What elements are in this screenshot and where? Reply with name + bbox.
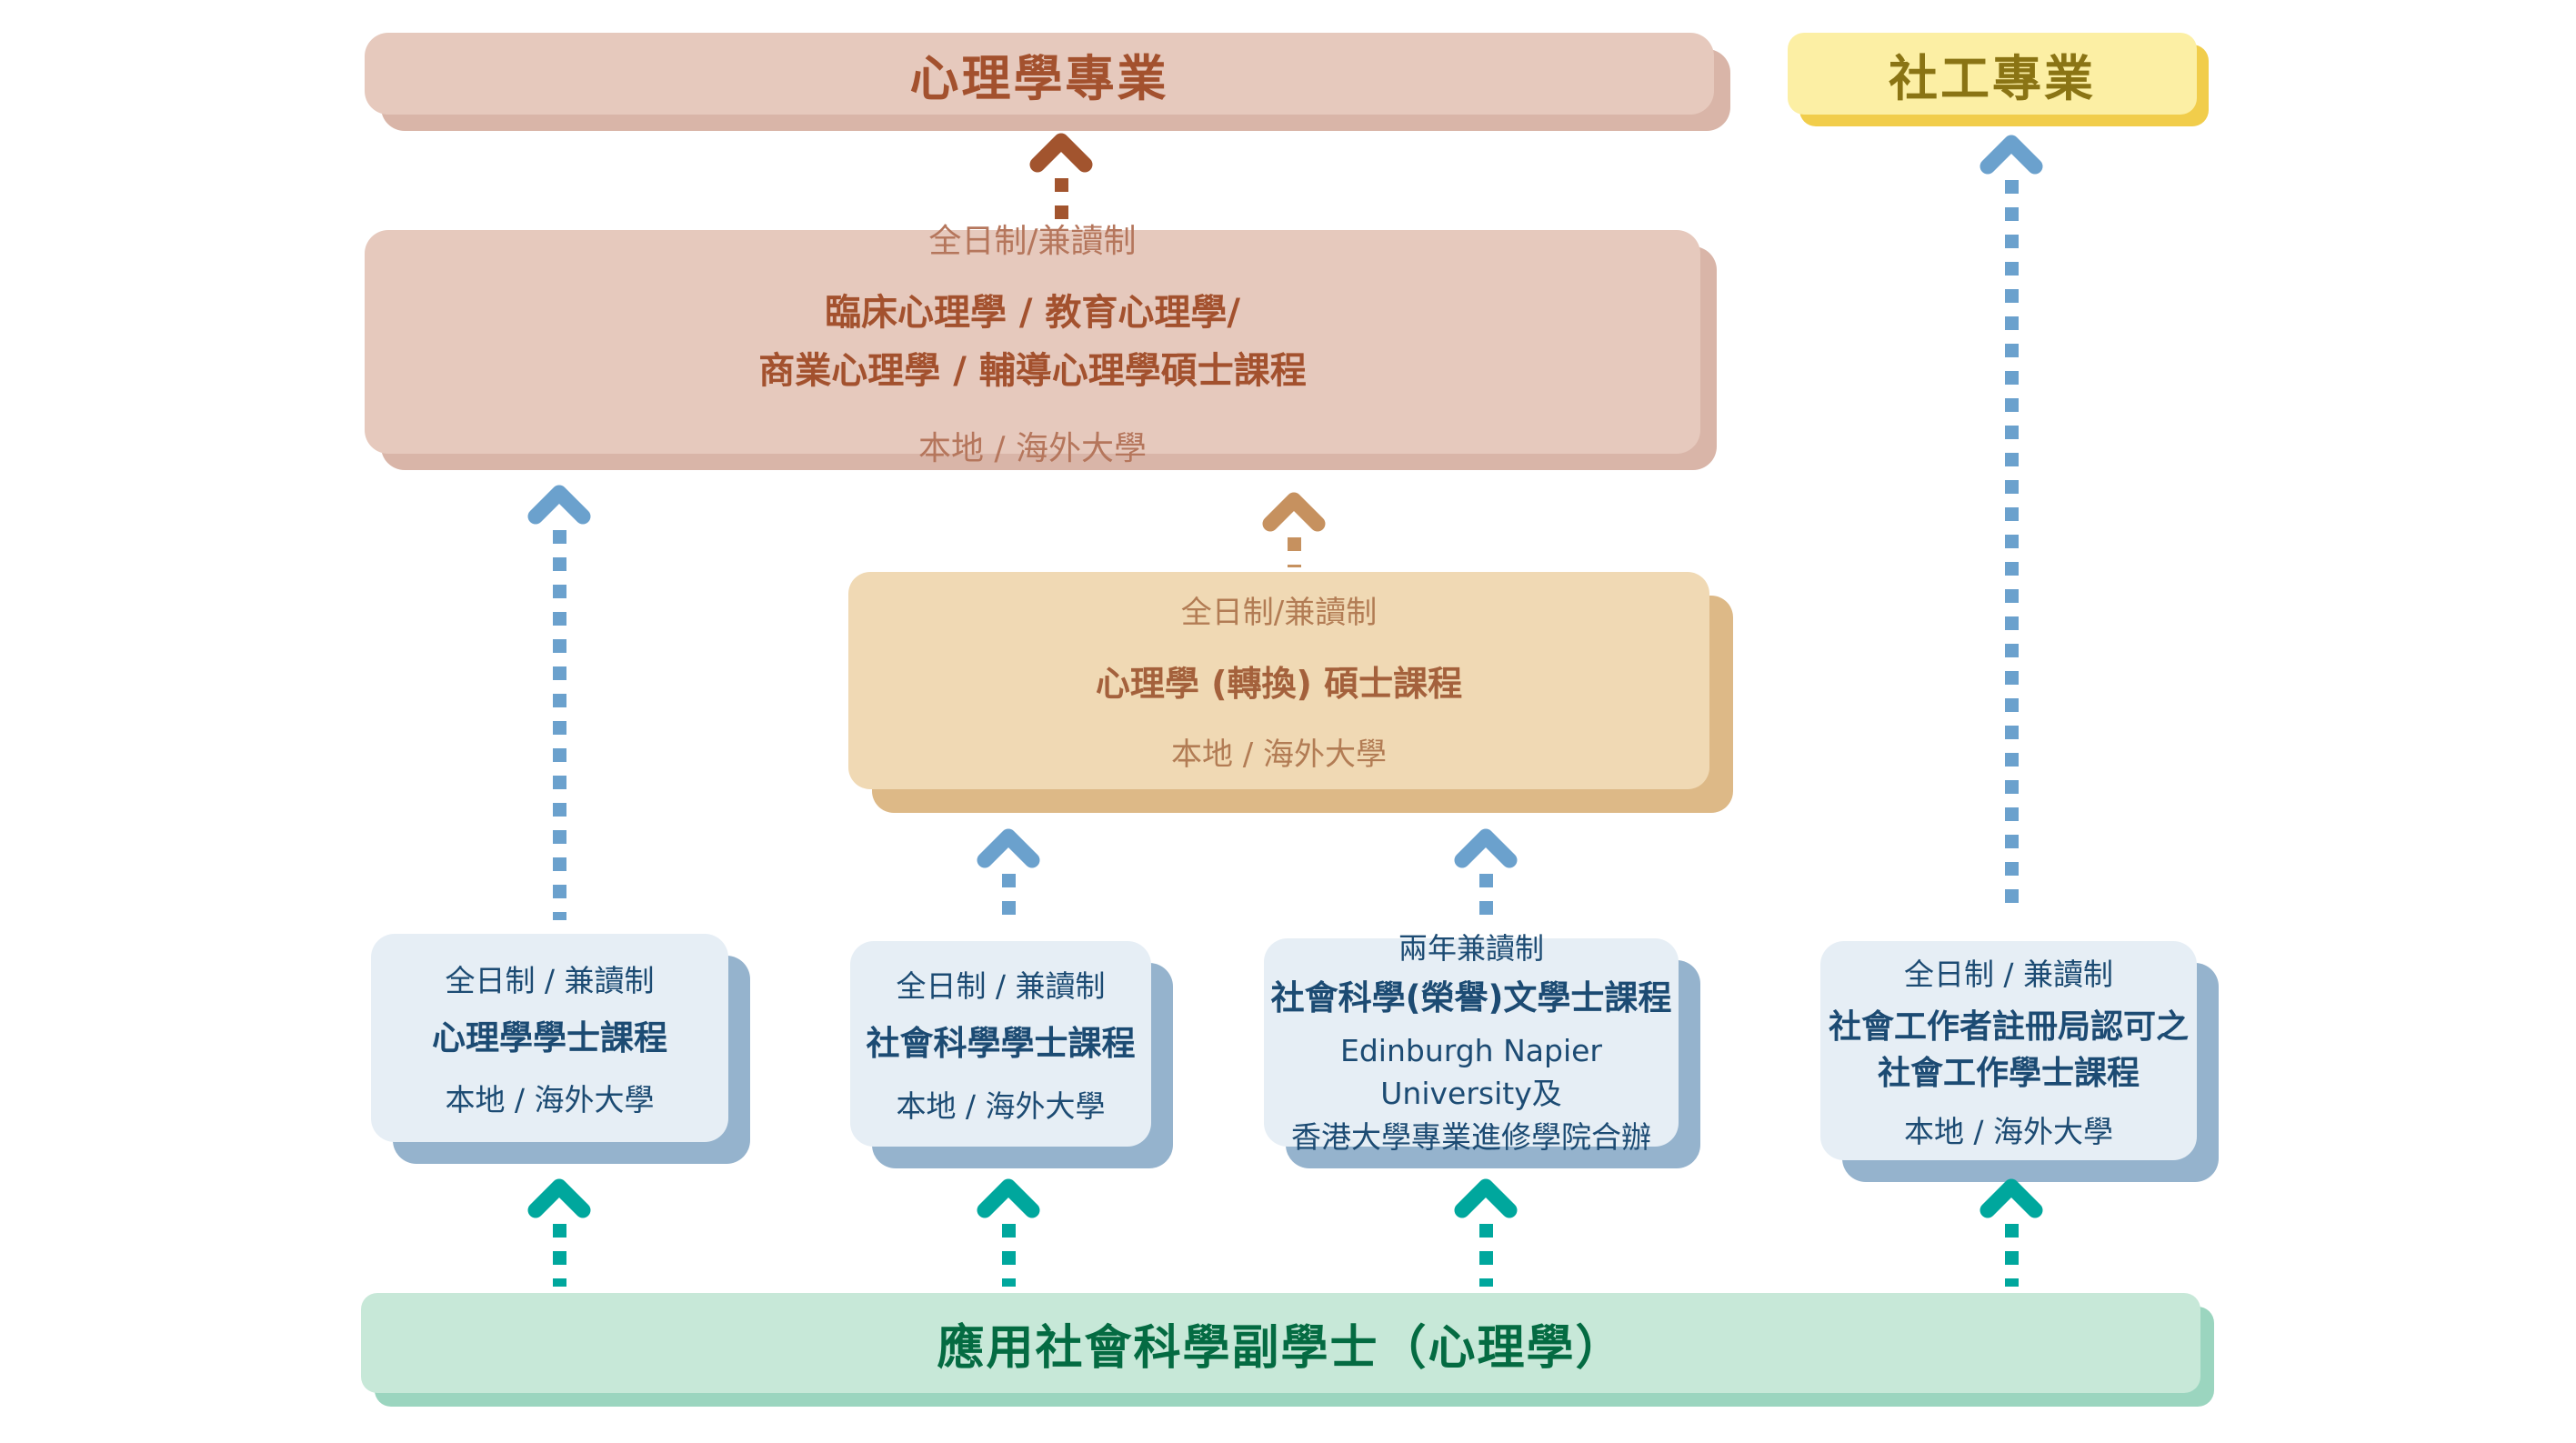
- arrow-associate-to-bachelor-social-work: [1975, 1176, 2048, 1287]
- bachelor-psychology-title: 心理學學士課程: [432, 1017, 667, 1057]
- dotted-line: [2004, 180, 2019, 905]
- masters-specialist-title-line1: 臨床心理學 / 教育心理學/: [824, 292, 1241, 334]
- dotted-line: [1054, 178, 1068, 226]
- masters-specialist-title: 臨床心理學 / 教育心理學/ 商業心理學 / 輔導心理學碩士課程: [758, 284, 1306, 400]
- psychology-profession-box: 心理學專業: [365, 33, 1714, 115]
- associate-degree-box: 應用社會科學副學士（心理學）: [361, 1293, 2200, 1393]
- social-work-profession-title: 社工專業: [1889, 49, 2096, 107]
- dotted-line: [552, 1224, 566, 1287]
- arrow-head-icon: [977, 1178, 1040, 1218]
- masters-conversion-title: 心理學 (轉換) 碩士課程: [1095, 664, 1463, 704]
- arrow-associate-to-bachelor-socsci: [972, 1176, 1045, 1287]
- arrow-head-icon: [527, 1178, 591, 1218]
- masters-specialist-box: 全日制/兼讀制 臨床心理學 / 教育心理學/ 商業心理學 / 輔導心理學碩士課程…: [365, 223, 1700, 467]
- bachelor-social-work-title-line2: 社會工作學士課程: [1877, 1054, 2140, 1092]
- bachelor-social-work-box: 全日制 / 兼讀制 社會工作者註冊局認可之 社會工作學士課程 本地 / 海外大學: [1820, 941, 2197, 1160]
- dotted-line: [552, 530, 566, 920]
- bachelor-napier-institutions-line2: 香港大學專業進修學院合辦: [1291, 1119, 1651, 1156]
- arrow-head-icon: [1980, 135, 2043, 175]
- bachelor-social-science-mode: 全日制 / 兼讀制: [896, 968, 1106, 1005]
- bachelor-napier-box: 兩年兼讀制 社會科學(榮譽)文學士課程 Edinburgh Napier Uni…: [1264, 931, 1679, 1155]
- masters-specialist-title-line2: 商業心理學 / 輔導心理學碩士課程: [758, 350, 1307, 392]
- bachelor-social-science-title: 社會科學學士課程: [866, 1024, 1136, 1064]
- social-work-profession-box: 社工專業: [1788, 33, 2197, 115]
- arrow-head-icon: [1980, 1178, 2043, 1218]
- bachelor-napier-institutions: Edinburgh Napier University及 香港大學專業進修學院合…: [1264, 1029, 1679, 1160]
- dotted-line: [1478, 1224, 1493, 1287]
- arrow-head-icon: [1029, 133, 1093, 173]
- bachelor-psychology-institutions: 本地 / 海外大學: [445, 1082, 655, 1118]
- bachelor-social-science-institutions: 本地 / 海外大學: [896, 1087, 1106, 1124]
- dotted-line: [2004, 1224, 2019, 1287]
- dotted-line: [1287, 537, 1301, 567]
- masters-conversion-box: 全日制/兼讀制 心理學 (轉換) 碩士課程 本地 / 海外大學: [848, 572, 1709, 789]
- arrow-masters-to-psychology-profession: [1025, 130, 1098, 226]
- bachelor-napier-mode: 兩年兼讀制: [1398, 930, 1544, 966]
- arrow-associate-to-bachelor-napier: [1449, 1176, 1522, 1287]
- arrow-head-icon: [1454, 1178, 1518, 1218]
- dotted-line: [1001, 874, 1016, 920]
- dotted-line: [1478, 874, 1493, 920]
- associate-degree-title: 應用社會科學副學士（心理學）: [937, 1320, 1625, 1376]
- bachelor-psychology-mode: 全日制 / 兼讀制: [445, 962, 655, 998]
- masters-conversion-institutions: 本地 / 海外大學: [1170, 737, 1388, 773]
- bachelor-social-work-institutions: 本地 / 海外大學: [1903, 1113, 2114, 1149]
- masters-specialist-mode: 全日制/兼讀制: [928, 223, 1137, 260]
- arrow-head-icon: [527, 485, 591, 525]
- psychology-profession-title: 心理學專業: [909, 49, 1169, 107]
- arrow-head-icon: [1454, 828, 1518, 868]
- bachelor-psychology-box: 全日制 / 兼讀制 心理學學士課程 本地 / 海外大學: [371, 934, 728, 1142]
- arrow-bachelor-psychology-to-masters: [523, 482, 596, 920]
- arrow-head-icon: [1262, 492, 1326, 532]
- bachelor-social-work-title-line1: 社會工作者註冊局認可之: [1828, 1008, 2189, 1047]
- masters-specialist-institutions: 本地 / 海外大學: [917, 430, 1148, 467]
- arrow-associate-to-bachelor-psychology: [523, 1176, 596, 1287]
- bachelor-napier-title: 社會科學(榮譽)文學士課程: [1270, 977, 1672, 1017]
- bachelor-social-work-mode: 全日制 / 兼讀制: [1903, 957, 2114, 993]
- bachelor-napier-institutions-line1: Edinburgh Napier University及: [1340, 1032, 1602, 1112]
- arrow-social-work-to-profession: [1975, 132, 2048, 905]
- bachelor-social-science-box: 全日制 / 兼讀制 社會科學學士課程 本地 / 海外大學: [850, 941, 1151, 1147]
- arrow-bachelor-socsci-to-conversion: [972, 826, 1045, 920]
- masters-conversion-mode: 全日制/兼讀制: [1180, 595, 1378, 631]
- arrow-head-icon: [977, 828, 1040, 868]
- arrow-bachelor-napier-to-conversion: [1449, 826, 1522, 920]
- bachelor-social-work-title: 社會工作者註冊局認可之 社會工作學士課程: [1829, 1005, 2189, 1097]
- dotted-line: [1001, 1224, 1016, 1287]
- arrow-conversion-to-masters: [1258, 489, 1330, 567]
